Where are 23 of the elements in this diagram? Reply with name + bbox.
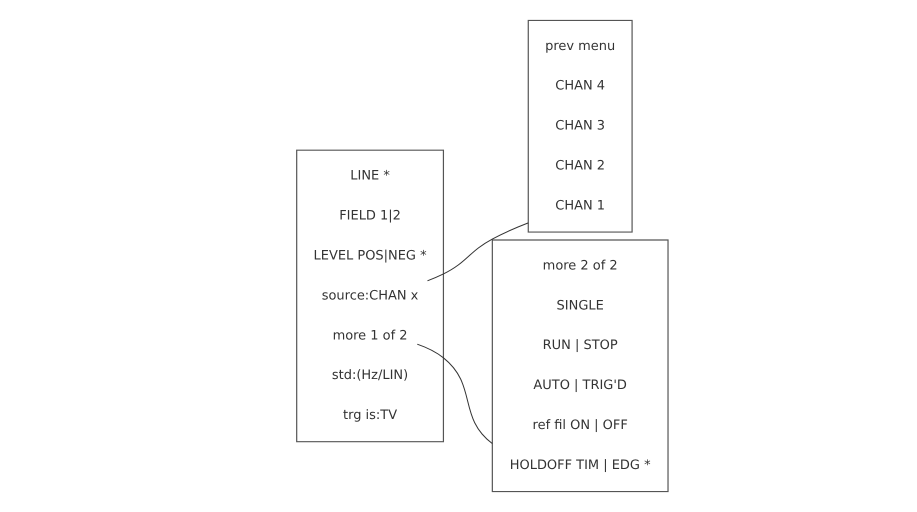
node-text: FIELD 1|2 xyxy=(339,208,401,224)
node-text: RUN | STOP xyxy=(542,338,618,354)
node-text: std:(Hz/LIN) xyxy=(332,368,408,384)
node-text: AUTO | TRIG'D xyxy=(533,378,627,394)
node-text: prev menu xyxy=(545,38,616,54)
node-text: SINGLE xyxy=(556,298,604,314)
node-text: more 1 of 2 xyxy=(332,328,408,344)
connector xyxy=(426,222,529,282)
node-text: more 2 of 2 xyxy=(542,258,618,274)
node-text: CHAN 3 xyxy=(555,118,606,134)
node-text: CHAN 4 xyxy=(555,78,606,94)
cluster xyxy=(492,239,669,492)
node-text: HOLDOFF TIM | EDG * xyxy=(510,458,651,474)
connector xyxy=(416,344,493,444)
node-text: source:CHAN x xyxy=(322,288,418,304)
cluster xyxy=(296,150,444,442)
node-text: CHAN 2 xyxy=(555,158,606,174)
node-text: LEVEL POS|NEG * xyxy=(314,248,427,264)
cluster xyxy=(528,20,633,233)
node-text: trg is:TV xyxy=(343,408,398,424)
node-text: CHAN 1 xyxy=(555,198,606,214)
node-text: ref fil ON | OFF xyxy=(532,418,628,434)
node-text: LINE * xyxy=(350,168,390,184)
